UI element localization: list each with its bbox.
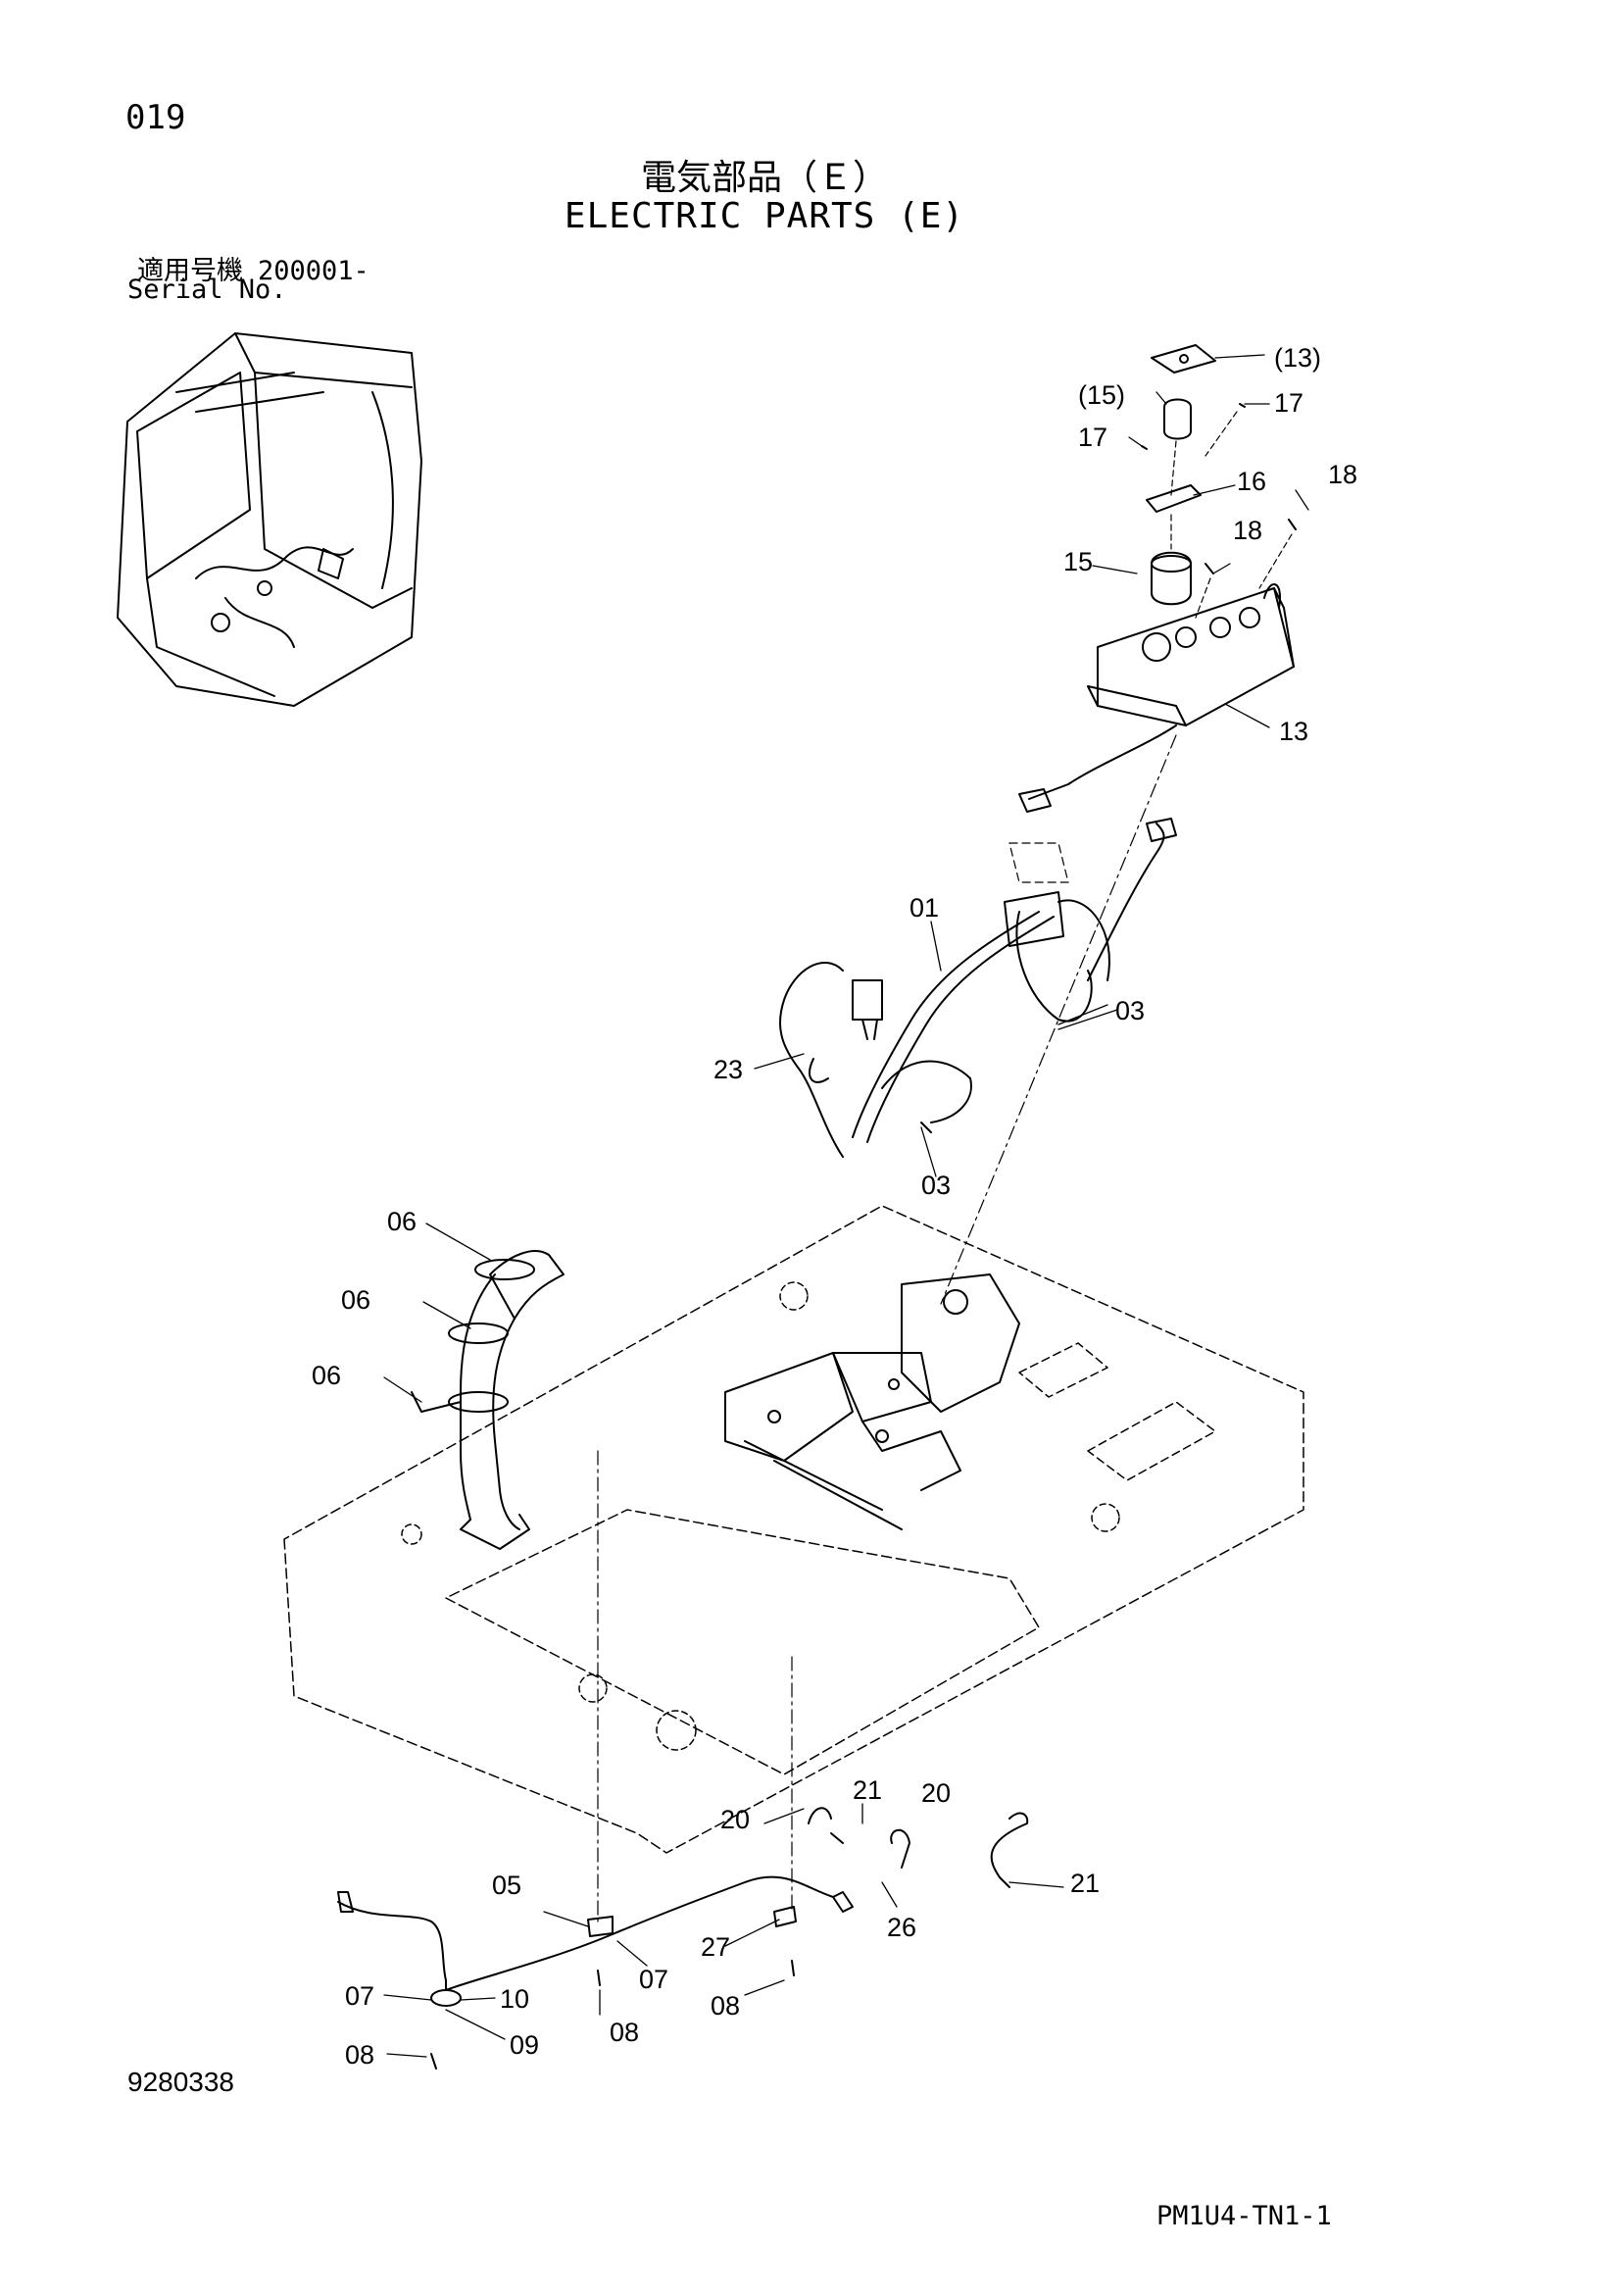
callout-26: 26	[887, 1913, 916, 1942]
callout-10: 10	[500, 1984, 529, 2014]
callout-16: 16	[1237, 467, 1266, 496]
lower-wire-harness	[337, 1450, 1029, 2070]
page-title-japanese: 電気部品（Ｅ）	[640, 157, 888, 197]
figure-number: 9280338	[127, 2067, 235, 2097]
callout-07-left: 07	[345, 1981, 374, 2011]
serial-label: Serial No.	[127, 275, 287, 305]
callout-17-left: 17	[1078, 423, 1107, 452]
callout-01: 01	[909, 893, 939, 923]
callout-08-left: 08	[345, 2040, 374, 2070]
callout-20-right: 20	[921, 1778, 951, 1808]
callout-03-lower: 03	[921, 1171, 951, 1200]
callout-17-right: 17	[1274, 388, 1303, 418]
callout-06-top: 06	[387, 1207, 417, 1236]
serial-label-japanese: 適用号機	[137, 256, 243, 285]
callout-07-right: 07	[639, 1965, 668, 1994]
callout-09: 09	[510, 2030, 539, 2060]
air-duct-hose	[411, 1250, 565, 1550]
page-title: ELECTRIC PARTS (E)	[564, 196, 965, 236]
callout-06-bottom: 06	[312, 1361, 341, 1390]
cab-locator-illustration	[117, 332, 422, 707]
callout-15: 15	[1063, 547, 1093, 576]
callout-27: 27	[701, 1932, 730, 1962]
callout-18-center: 18	[1233, 516, 1262, 545]
callout-23: 23	[713, 1055, 743, 1084]
floor-plate	[283, 1205, 1304, 1854]
callout-20-left: 20	[720, 1805, 750, 1834]
wire-harness	[779, 724, 1177, 1158]
callout-21-right: 21	[1070, 1869, 1100, 1898]
page-number: 019	[125, 98, 186, 137]
callout-18-right: 18	[1328, 460, 1357, 489]
serial-number-value: 200001-	[258, 256, 369, 286]
callout-08-right: 08	[711, 1991, 740, 2021]
callout-03-upper: 03	[1115, 996, 1145, 1025]
callout-21-left: 21	[853, 1775, 882, 1805]
callout-13-reference: (13)	[1274, 343, 1321, 373]
callout-05: 05	[492, 1871, 521, 1900]
callout-leader-lines	[383, 354, 1309, 2058]
callout-13: 13	[1279, 717, 1308, 746]
callout-06-middle: 06	[341, 1285, 370, 1315]
serial-line-japanese: 適用号機 200001-	[137, 249, 369, 287]
controller-assembly	[940, 344, 1297, 1305]
callout-15-reference: (15)	[1078, 380, 1125, 410]
page-code: PM1U4-TN1-1	[1156, 2201, 1332, 2231]
callout-labels: (13) (15) 17 17 16 18 18 15 13 01 03 23 …	[312, 343, 1357, 2070]
callout-08-center: 08	[610, 2018, 639, 2047]
